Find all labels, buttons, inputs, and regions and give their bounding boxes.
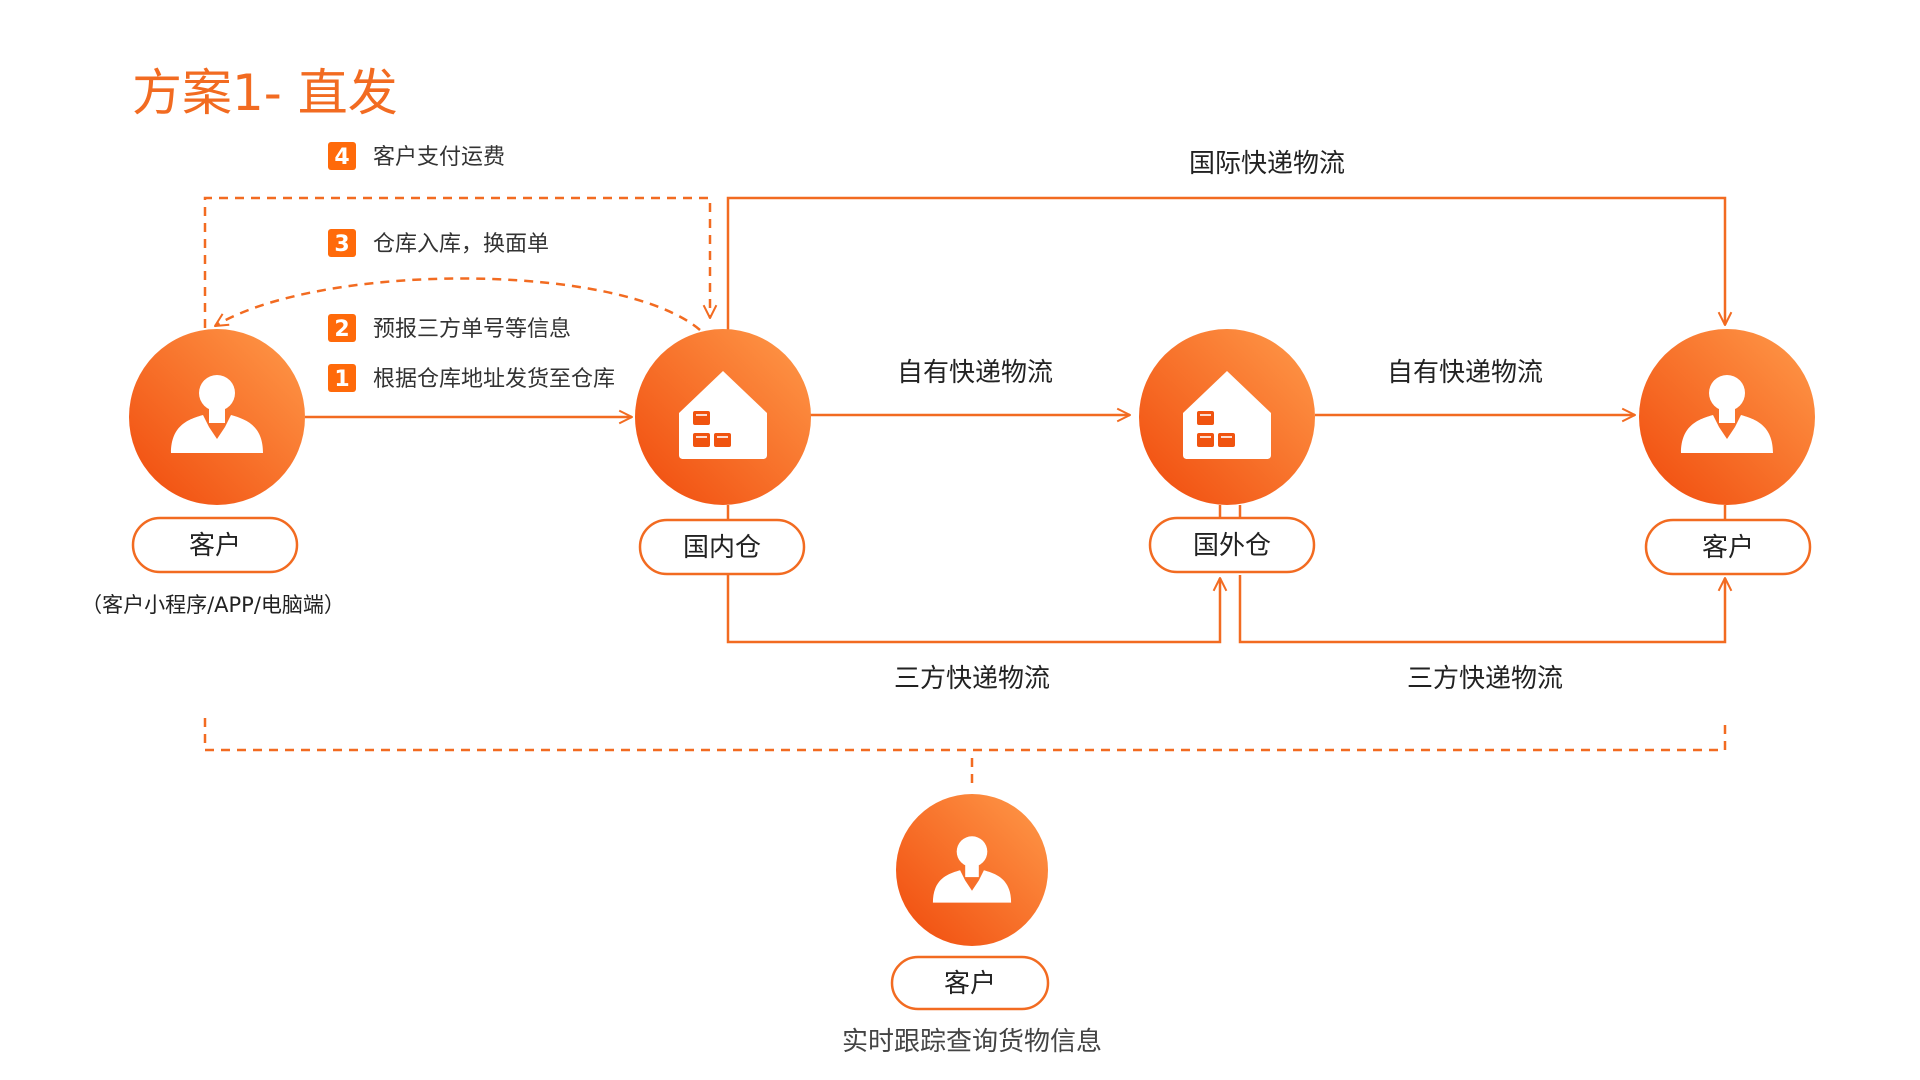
step-text: 根据仓库地址发货至仓库 bbox=[373, 367, 615, 392]
step-number: 2 bbox=[334, 317, 349, 342]
step-item-3: 3 仓库入库，换面单 bbox=[328, 229, 549, 257]
node-label: 客户 bbox=[944, 969, 996, 999]
node-sublabel: 实时跟踪查询货物信息 bbox=[842, 1027, 1102, 1057]
label-third-party-2: 三方快递物流 bbox=[1407, 664, 1563, 694]
step-number: 4 bbox=[334, 145, 349, 170]
node-label: 国外仓 bbox=[1193, 531, 1271, 561]
solid-flows bbox=[305, 196, 1733, 644]
step-item-1: 1 根据仓库地址发货至仓库 bbox=[328, 364, 615, 392]
step-text: 预报三方单号等信息 bbox=[373, 317, 571, 342]
node-label-pill bbox=[1644, 518, 1812, 576]
node-overseas-warehouse: 国外仓 bbox=[1139, 329, 1316, 574]
node-customer-tracking: 客户 实时跟踪查询货物信息 bbox=[842, 794, 1102, 1057]
label-own-express-2: 自有快递物流 bbox=[1387, 358, 1543, 388]
step-badge bbox=[328, 364, 356, 392]
arrow-third-party-2 bbox=[1238, 575, 1733, 644]
page-title: 方案1- 直发 bbox=[132, 64, 398, 122]
node-label: 客户 bbox=[189, 531, 241, 561]
warehouse-feedback-arc bbox=[214, 277, 701, 331]
label-third-party-1: 三方快递物流 bbox=[894, 664, 1050, 694]
arrow-international-express bbox=[726, 196, 1733, 330]
node-customer-origin: 客户 （客户小程序/APP/电脑端） bbox=[81, 329, 345, 617]
step-badge bbox=[328, 229, 356, 257]
node-customer-destination: 客户 bbox=[1639, 329, 1815, 576]
label-own-express-1: 自有快递物流 bbox=[897, 358, 1053, 388]
step-text: 仓库入库，换面单 bbox=[373, 232, 549, 257]
node-label-pill bbox=[1148, 516, 1316, 574]
node-label-pill bbox=[890, 955, 1050, 1011]
step-text: 客户支付运费 bbox=[373, 145, 505, 170]
node-label-pill bbox=[131, 516, 299, 574]
dashed-loops bbox=[203, 196, 718, 331]
node-domestic-warehouse: 国内仓 bbox=[635, 329, 811, 576]
step-badge bbox=[328, 142, 356, 170]
step-badge bbox=[328, 314, 356, 342]
label-international-express: 国际快递物流 bbox=[1189, 149, 1345, 179]
payment-loop-line bbox=[203, 196, 718, 328]
step-item-4: 4 客户支付运费 bbox=[328, 142, 505, 170]
arrow-third-party-1 bbox=[726, 575, 1228, 644]
tracking-bracket bbox=[203, 718, 1727, 788]
node-label: 客户 bbox=[1702, 533, 1754, 563]
step-item-2: 2 预报三方单号等信息 bbox=[328, 314, 571, 342]
step-number: 1 bbox=[334, 367, 349, 392]
step-list: 4 客户支付运费 3 仓库入库，换面单 2 预报三方单号等信息 1 根据仓库地址… bbox=[328, 142, 615, 392]
step-number: 3 bbox=[334, 232, 349, 257]
node-label-pill bbox=[638, 518, 806, 576]
tracking-bracket-line bbox=[203, 718, 1727, 752]
node-label: 国内仓 bbox=[683, 533, 761, 563]
node-sublabel: （客户小程序/APP/电脑端） bbox=[81, 593, 345, 617]
